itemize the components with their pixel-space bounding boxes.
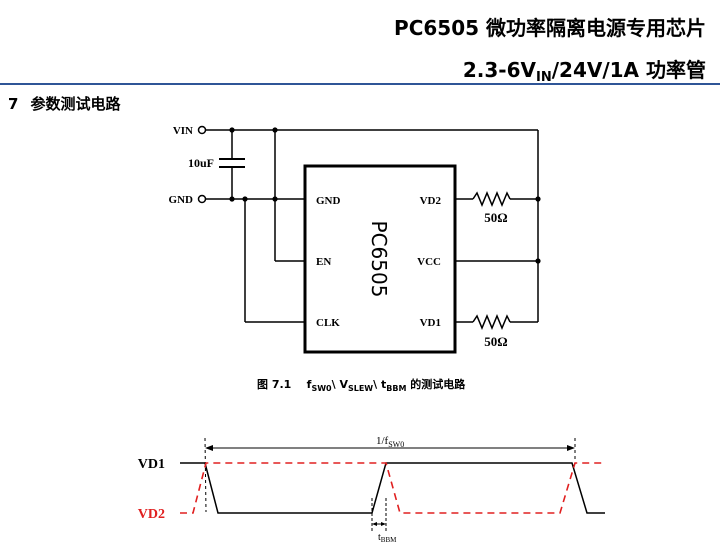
resistor-lower: [472, 314, 511, 330]
caption-suffix: 的测试电路: [406, 378, 466, 391]
chip-pin-vd2: VD2: [420, 195, 442, 207]
document-title: PC6505 微功率隔离电源专用芯片: [394, 16, 706, 40]
circuit-wires: [197, 125, 539, 330]
chip-name: PC6505: [367, 221, 391, 298]
resistor-upper-label: 50Ω: [484, 210, 507, 225]
resistor-lower-label: 50Ω: [484, 334, 507, 349]
vin-terminal: [197, 125, 207, 135]
vd2-label: VD2: [138, 507, 165, 522]
vin-label: VIN: [173, 125, 193, 137]
header-rule: [0, 83, 720, 85]
gnd-label: GND: [169, 194, 194, 206]
capacitor-label: 10uF: [188, 156, 214, 170]
subtitle-subscript: IN: [536, 70, 552, 85]
gnd-terminal: [197, 194, 207, 204]
section-title: 参数测试电路: [30, 95, 121, 113]
bbm-label: tBBM: [378, 532, 397, 544]
timing-diagram: 1/fSW0 tBBM VD1 VD2: [138, 435, 605, 544]
circuit-junctions: [229, 127, 541, 264]
document-subtitle: 2.3-6VIN/24V/1A 功率管: [463, 54, 706, 85]
caption-sep1: \ V: [331, 378, 348, 391]
section-number: 7: [8, 95, 19, 113]
chip-pin-vcc: VCC: [417, 256, 441, 268]
chip-pin-gnd: GND: [316, 195, 341, 207]
vd2-waveform: [180, 462, 605, 514]
period-label: 1/fSW0: [376, 435, 404, 449]
section-heading: 7 参数测试电路: [8, 93, 120, 114]
subtitle-suffix: /24V/1A 功率管: [551, 58, 706, 82]
caption-f-sub: SW0: [311, 384, 332, 393]
subtitle-prefix: 2.3-6V: [462, 58, 536, 82]
figure-caption: 图 7.1 fSW0\ VSLEW\ tBBM 的测试电路: [257, 376, 465, 393]
caption-sep2: \ t: [373, 378, 387, 391]
caption-prefix: 图 7.1: [257, 378, 292, 391]
chip-pin-en: EN: [316, 256, 331, 268]
chip-body: [303, 164, 457, 354]
vd1-waveform: [180, 462, 605, 514]
chip-pin-clk: CLK: [316, 317, 340, 329]
caption-t-sub: BBM: [386, 384, 407, 393]
vd1-label: VD1: [138, 457, 165, 472]
caption-f: f: [306, 378, 312, 391]
resistor-upper: [472, 191, 511, 207]
caption-v-sub: SLEW: [347, 384, 374, 393]
chip-pin-vd1: VD1: [420, 317, 441, 329]
